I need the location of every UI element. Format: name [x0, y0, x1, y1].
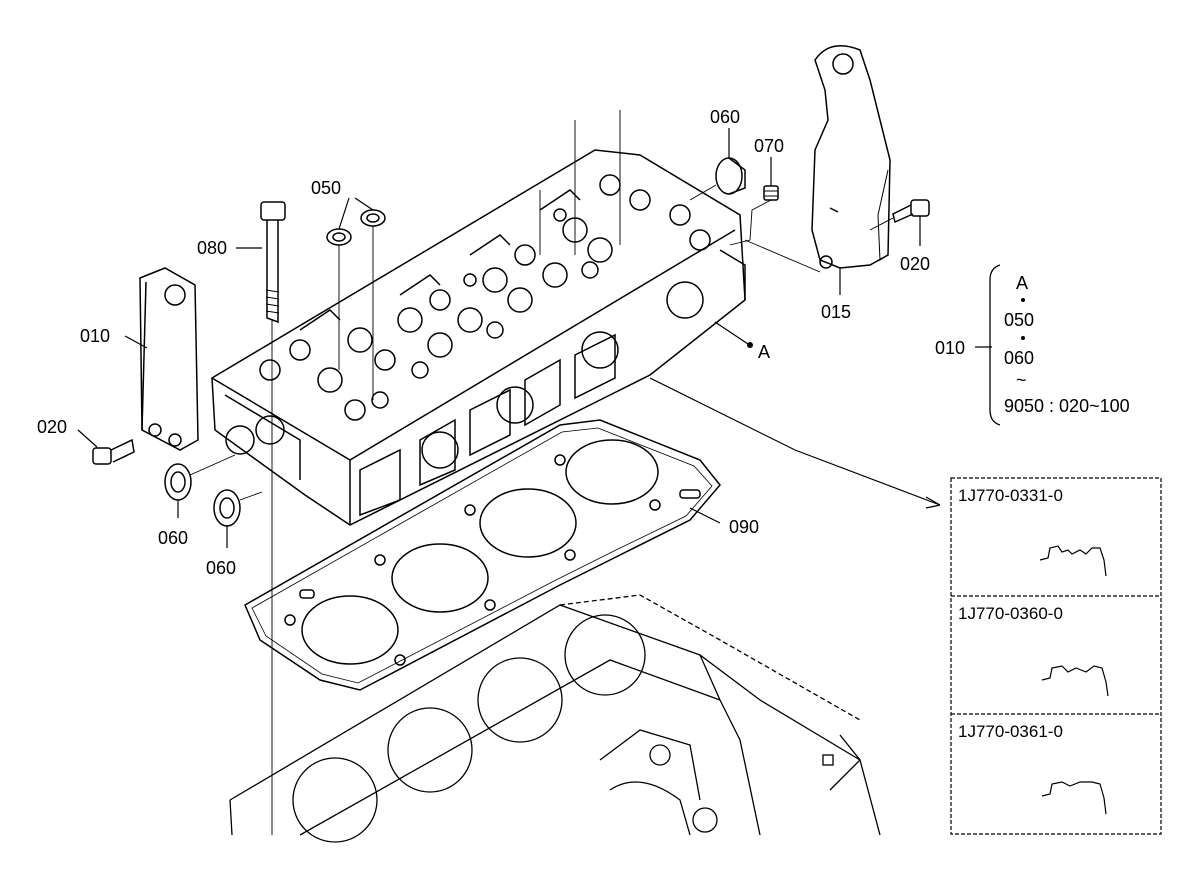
gasket-profile-2 [1041, 665, 1109, 697]
callout-020-right: 020 [900, 254, 930, 274]
end-plate [139, 267, 199, 451]
callout-070: 070 [754, 136, 784, 156]
callout-015: 015 [821, 302, 851, 322]
callout-060-left-1: 060 [158, 528, 188, 548]
leader-lines [77, 128, 992, 548]
note-parent: 010 [935, 338, 965, 358]
marker-a-label: A [758, 342, 770, 362]
cylinder-block [229, 594, 881, 843]
variant-part-no-3: 1J770-0361-0 [958, 722, 1063, 741]
variant-part-no-2: 1J770-0360-0 [958, 604, 1063, 623]
plug-left [164, 454, 263, 527]
variant-reference-boxes: 1J770-0331-0 1J770-0360-0 1J770-0361-0 [950, 477, 1162, 835]
callout-020-left: 020 [37, 417, 67, 437]
head-bolt [260, 201, 286, 835]
note-line-5: 9050 : 020~100 [1004, 396, 1130, 416]
callout-090: 090 [729, 517, 759, 537]
note-line-2: 050 [1004, 310, 1034, 330]
fitting [729, 185, 779, 246]
marker-a-dot [747, 342, 753, 348]
callout-050: 050 [311, 178, 341, 198]
callout-080: 080 [197, 238, 227, 258]
gasket-profile-3 [1041, 781, 1107, 815]
note-line-4: ~ [1016, 370, 1027, 390]
gasket-profile-1 [1039, 545, 1107, 577]
reference-arrow [649, 377, 941, 509]
set-composition-note: 010 A 050 060 ~ 9050 : 020~100 [935, 264, 1130, 426]
callout-060-top: 060 [710, 107, 740, 127]
variant-part-no-1: 1J770-0331-0 [958, 486, 1063, 505]
note-line-3: 060 [1004, 348, 1034, 368]
callout-060-left-2: 060 [206, 558, 236, 578]
head-gasket [244, 419, 721, 691]
note-line-1: A [1016, 273, 1028, 293]
callout-010: 010 [80, 326, 110, 346]
engine-hanger [744, 45, 891, 273]
cylinder-head [211, 110, 746, 526]
plug-top [689, 157, 746, 201]
